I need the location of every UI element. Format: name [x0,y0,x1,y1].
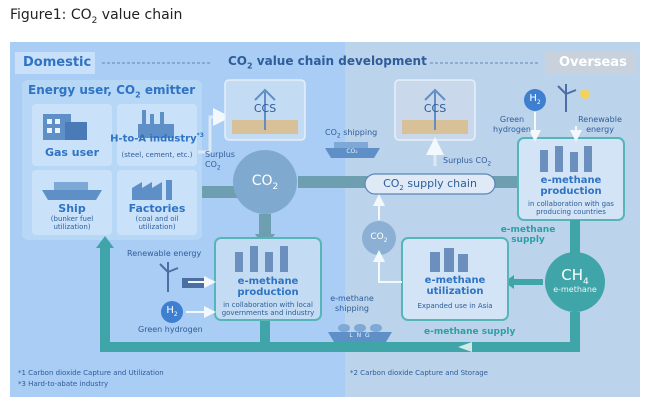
co2-ship-icon [325,142,380,158]
footnote-3: *3 Hard-to-abate industry [18,380,109,388]
domestic-tab-bg [15,52,95,74]
renewable-energy-domestic: Renewable energy [127,249,202,258]
small-co2-label: CO2 [370,232,388,244]
hta-detail: (steel, cement, etc.) [121,151,193,159]
ccs-overseas-label: CCS [423,102,447,115]
ship-box [32,170,112,235]
small-co2-circle [362,221,396,255]
ch4-e-methane-label: e-methane [553,285,597,294]
diagram-graphics [10,42,640,397]
domestic-plant-icon [235,246,288,272]
supply-chain-pill [364,173,496,195]
ccs-domestic-image [224,79,306,141]
footnote-1: *1 Carbon dioxide Capture and Utilizatio… [18,369,164,377]
e-methane-supply-bottom: e-methane supply [424,327,516,337]
h2-label-overseas: H2 [529,93,541,106]
supply-chain-label: CO2 supply chain [383,177,477,193]
co2-label: CO2 [251,173,279,192]
hta-label: H-to-A industry*3 [110,132,204,145]
ship-label: Ship [58,202,86,215]
wind-turbine-icon [557,84,577,112]
footnote-2: *2 Carbon dioxide Capture and Storage [350,369,488,377]
domestic-label: Domestic [23,55,92,70]
emitter-title: Energy user, CO2 emitter [28,83,196,100]
utilization-box [401,237,509,321]
ship-co2-tag: CO₂ [346,148,358,155]
sun-icon [580,89,590,99]
industry-icon [138,110,174,138]
co2-shipping-label: CO2 shipping [325,128,378,140]
building-icon [43,114,87,140]
gas-user-label: Gas user [44,146,100,159]
ccs-overseas-image [394,79,476,141]
ch4-label: CH4 [561,266,589,287]
green-hydrogen-domestic: Green hydrogen [138,325,203,334]
overseas-label: Overseas [559,55,627,70]
ship-detail-1: (bunker fuel [50,215,94,223]
factories-detail-2: utilization) [138,223,176,231]
h2-circle-overseas [524,89,546,111]
factories-label: Factories [128,202,186,215]
co2-circle [233,150,297,214]
wind-turbine-icon-domestic [159,262,179,292]
value-chain-diagram: Domestic Overseas CO2 value chain develo… [10,42,640,397]
lng-ship-icon [328,324,392,342]
surplus-co2-right: Surplus CO2 [443,156,492,168]
factory-icon [132,180,172,200]
utilization-detail: Expanded use in Asia [417,302,493,310]
h2-circle-domestic [161,301,183,323]
ccs-domestic-label: CCS [253,102,277,115]
ship-icon [42,182,102,200]
diagram-title: CO2 value chain development [228,54,427,71]
h2-label-domestic: H2 [166,305,178,318]
ship-detail-2: utilization) [53,223,91,231]
ch4-circle [545,252,605,312]
overseas-tab-bg [545,52,635,74]
utilization-plant-icon [430,248,468,272]
overseas-plant-icon [540,146,592,172]
figure-caption: Figure1: CO2 value chain [10,7,183,26]
lng-label: L N G [349,332,371,339]
factories-detail-1: (coal and oil [135,215,179,223]
